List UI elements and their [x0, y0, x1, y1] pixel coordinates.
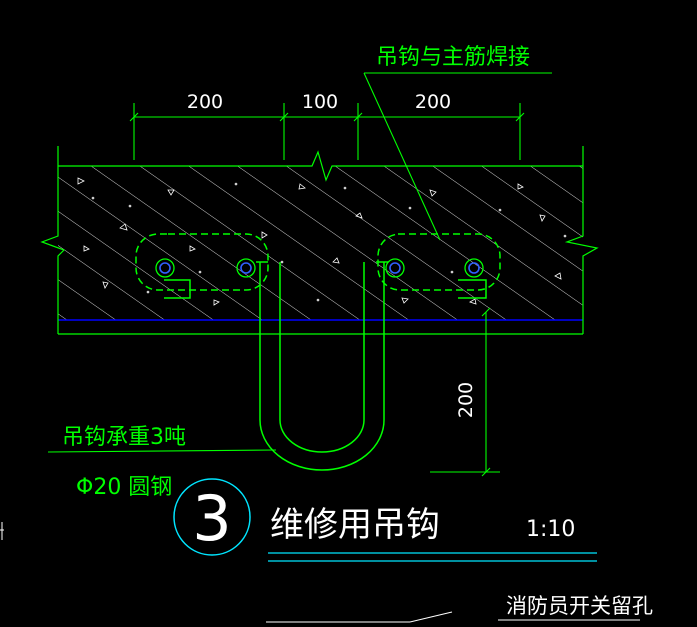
dim-vertical: 200: [455, 382, 477, 418]
aggregate-marks: [77, 177, 567, 306]
bottom-note: 消防员开关留孔: [506, 594, 653, 618]
weld-note: 吊钩与主筋焊接: [376, 45, 530, 70]
anchor-inner-hooks: [164, 279, 487, 299]
rebar-sections: [155, 258, 484, 278]
right-anchor-loop: [377, 233, 501, 291]
detail-number: 3: [192, 482, 231, 555]
detail-title: 维修用吊钩: [270, 505, 440, 545]
dim-top-left: 200: [187, 91, 223, 113]
slab-top-edge: [58, 150, 583, 182]
rebar-circle-icon: [236, 258, 256, 278]
vertical-dimension-line: [430, 307, 500, 477]
dim-top-right: 200: [415, 91, 451, 113]
dim-top-middle: 100: [302, 91, 338, 113]
bar-spec-note: Φ20 圆钢: [76, 475, 172, 500]
zigzag-break-icon: [40, 146, 66, 334]
u-hook: [256, 261, 388, 471]
weld-note-leader: [363, 72, 552, 241]
bottom-frame-slant: [409, 611, 453, 623]
concrete-slab: [40, 146, 599, 335]
rebar-circle-icon: [464, 258, 484, 278]
zigzag-break-icon: [564, 146, 599, 334]
capacity-note: 吊钩承重3吨: [62, 425, 186, 450]
capacity-note-leader: [47, 449, 277, 453]
slab-hatch: [58, 166, 583, 320]
rebar-circle-icon: [385, 258, 405, 278]
detail-marker-circle: [173, 478, 251, 556]
top-dimension-line: [129, 103, 525, 160]
scale-label: 1:10: [526, 517, 575, 542]
rebar-circle-icon: [155, 258, 175, 278]
